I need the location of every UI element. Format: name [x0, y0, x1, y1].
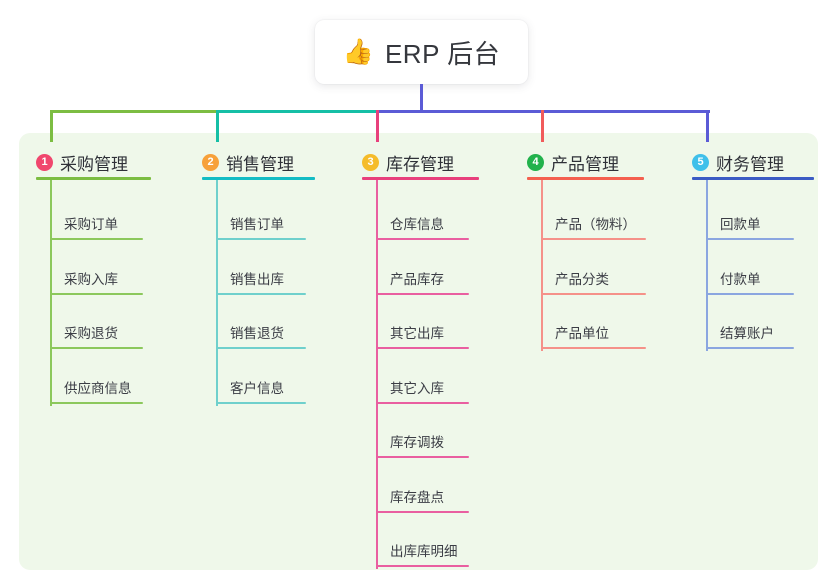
leaf-node-label: 客户信息: [230, 380, 284, 396]
branch-header-2[interactable]: 2 销售管理: [202, 150, 294, 175]
leaf-node-label: 库存盘点: [390, 489, 444, 505]
leaf-node-label: 库存调拨: [390, 435, 444, 450]
thumbs-up-icon: 👍: [342, 37, 374, 66]
leaf-node[interactable]: 采购退货: [50, 313, 143, 349]
leaf-node-rule: [50, 238, 143, 240]
leaf-node[interactable]: 仓库信息: [376, 204, 469, 240]
leaf-node-label: 产品库存: [390, 271, 444, 287]
leaf-node-label: 付款单: [720, 271, 761, 287]
branch-badge-5: 5: [692, 154, 709, 171]
leaf-node[interactable]: 销售退货: [216, 313, 306, 349]
leaf-node-rule: [50, 401, 143, 404]
drop-line-3: [376, 110, 379, 142]
leaf-node-rule: [376, 347, 469, 349]
leaf-node-label: 销售出库: [230, 271, 284, 287]
leaf-node[interactable]: 销售出库: [216, 259, 306, 295]
leaf-node-rule: [216, 401, 306, 404]
branch-header-rule-2: [202, 177, 315, 180]
branch-header-1[interactable]: 1 采购管理: [36, 150, 128, 175]
leaf-node[interactable]: 其它入库: [376, 368, 469, 404]
leaf-node-label: 产品分类: [555, 271, 609, 287]
drop-line-5: [706, 110, 709, 142]
leaf-node[interactable]: 付款单: [706, 259, 794, 295]
leaf-node-rule: [706, 238, 794, 240]
leaf-node[interactable]: 产品（物料）: [541, 204, 646, 240]
leaf-node-label: 供应商信息: [64, 380, 132, 396]
branch-spine-3: [376, 180, 378, 569]
leaf-node-label: 销售退货: [230, 326, 284, 341]
branch-header-rule-1: [36, 177, 151, 180]
bus-segment-green: [50, 110, 219, 113]
leaf-node[interactable]: 其它出库: [376, 313, 469, 349]
leaf-node-label: 其它入库: [390, 380, 444, 396]
drop-line-4: [541, 110, 544, 142]
drop-line-1: [50, 110, 53, 142]
leaf-node[interactable]: 出库库明细: [376, 531, 469, 567]
branch-title-1: 采购管理: [60, 155, 128, 174]
diagram-panel: [19, 133, 818, 570]
leaf-node-label: 采购入库: [64, 271, 118, 287]
root-node-erp-backend[interactable]: 👍 ERP 后台: [315, 20, 528, 84]
branch-header-5[interactable]: 5 财务管理: [692, 150, 784, 175]
leaf-node-label: 销售订单: [230, 217, 284, 232]
branch-title-5: 财务管理: [716, 155, 784, 174]
leaf-node-label: 结算账户: [720, 326, 774, 341]
leaf-node-label: 产品单位: [555, 326, 609, 341]
drop-line-2: [216, 110, 219, 142]
leaf-node-rule: [376, 401, 469, 404]
leaf-node-label: 其它出库: [390, 326, 444, 341]
branch-badge-3: 3: [362, 154, 379, 171]
branch-header-rule-4: [527, 177, 644, 180]
leaf-node-rule: [216, 238, 306, 240]
leaf-node[interactable]: 库存调拨: [376, 422, 469, 458]
leaf-node[interactable]: 产品分类: [541, 259, 646, 295]
branch-title-4: 产品管理: [551, 155, 619, 174]
leaf-node[interactable]: 供应商信息: [50, 368, 143, 404]
leaf-node[interactable]: 客户信息: [216, 368, 306, 404]
bus-segment-teal: [216, 110, 379, 113]
branch-header-3[interactable]: 3 库存管理: [362, 150, 454, 175]
leaf-node-rule: [376, 238, 469, 240]
leaf-node-rule: [376, 456, 469, 458]
leaf-node[interactable]: 产品单位: [541, 313, 646, 349]
leaf-node-label: 出库库明细: [390, 544, 458, 559]
branch-spine-5: [706, 180, 708, 351]
root-drop-line: [420, 84, 423, 113]
leaf-node-rule: [376, 565, 469, 567]
branch-badge-4: 4: [527, 154, 544, 171]
leaf-node-label: 采购退货: [64, 326, 118, 341]
leaf-node-label: 采购订单: [64, 217, 118, 232]
leaf-node-label: 回款单: [720, 217, 761, 232]
leaf-node-rule: [541, 347, 646, 349]
root-node-content: 👍 ERP 后台: [343, 34, 500, 71]
branch-badge-1: 1: [36, 154, 53, 171]
branch-title-2: 销售管理: [226, 155, 294, 174]
leaf-node-rule: [376, 510, 469, 513]
leaf-node[interactable]: 销售订单: [216, 204, 306, 240]
leaf-node-rule: [50, 347, 143, 349]
leaf-node-label: 仓库信息: [390, 217, 444, 232]
branch-header-rule-5: [692, 177, 814, 180]
leaf-node[interactable]: 采购入库: [50, 259, 143, 295]
root-node-label: ERP 后台: [384, 38, 501, 69]
leaf-node[interactable]: 采购订单: [50, 204, 143, 240]
leaf-node-rule: [541, 238, 646, 240]
branch-header-rule-3: [362, 177, 479, 180]
leaf-node[interactable]: 回款单: [706, 204, 794, 240]
branch-header-4[interactable]: 4 产品管理: [527, 150, 619, 175]
leaf-node-rule: [376, 292, 469, 295]
leaf-node[interactable]: 产品库存: [376, 259, 469, 295]
leaf-node-label: 产品（物料）: [555, 217, 636, 232]
leaf-node[interactable]: 结算账户: [706, 313, 794, 349]
leaf-node-rule: [216, 347, 306, 349]
leaf-node-rule: [50, 292, 143, 295]
branch-badge-2: 2: [202, 154, 219, 171]
leaf-node-rule: [541, 292, 646, 295]
branch-spine-4: [541, 180, 543, 351]
leaf-node-rule: [706, 292, 794, 295]
leaf-node[interactable]: 库存盘点: [376, 477, 469, 513]
leaf-node-rule: [706, 347, 794, 349]
branch-title-3: 库存管理: [386, 155, 454, 174]
leaf-node-rule: [216, 292, 306, 295]
